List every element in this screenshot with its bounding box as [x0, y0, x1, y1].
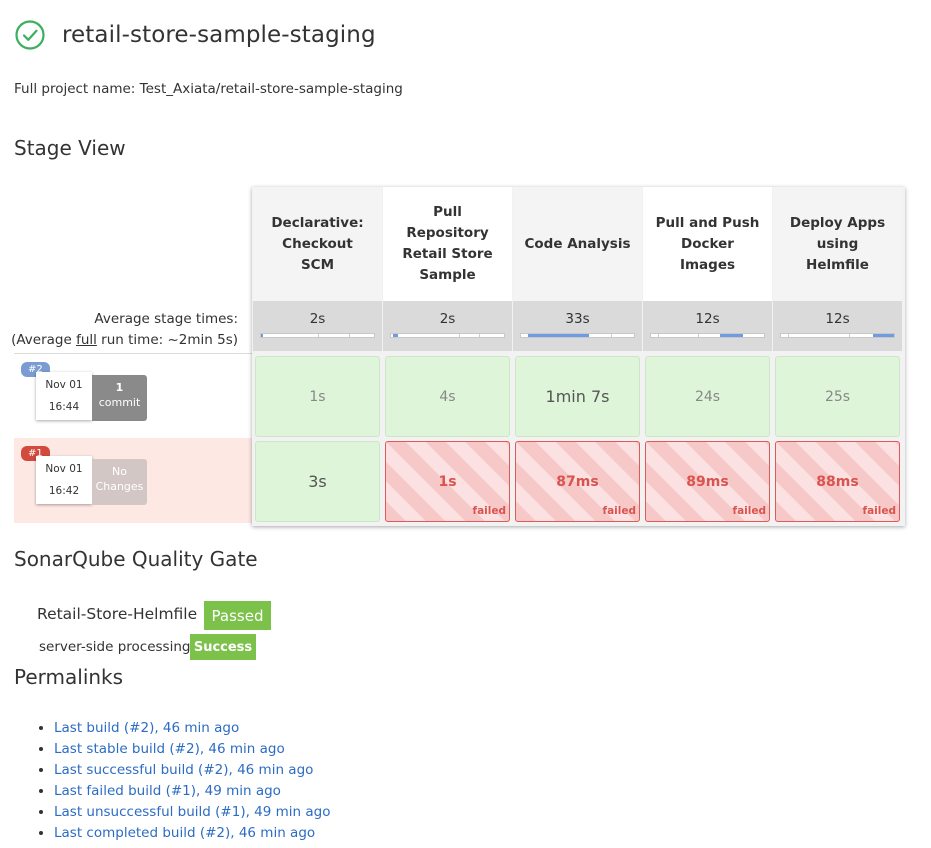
stage-cell[interactable]: 24s	[645, 356, 770, 437]
changes-box: No Changes	[92, 459, 147, 505]
permalink[interactable]: Last unsuccessful build (#1), 49 min ago	[54, 804, 331, 820]
stage-view-title: Stage View	[14, 136, 126, 160]
failed-label: failed	[862, 505, 897, 517]
stage-cell[interactable]: 1min 7s	[515, 356, 640, 437]
stage-view-table: Declarative: Checkout SCM Pull Repositor…	[252, 187, 905, 526]
stage-cell[interactable]: 1s	[255, 356, 380, 437]
stage-cell[interactable]: 25s	[775, 356, 900, 437]
failed-label: failed	[602, 505, 637, 517]
run-date: Nov 01 16:42	[36, 456, 92, 504]
failed-label: failed	[732, 505, 767, 517]
sonar-project-link[interactable]: Retail-Store-Helmfile	[37, 605, 198, 623]
stage-cell[interactable]: 4s	[385, 356, 510, 437]
stage-cell[interactable]: 3s	[255, 441, 380, 522]
list-item: Last failed build (#1), 49 min ago	[54, 781, 331, 802]
list-item: Last completed build (#2), 46 min ago	[54, 823, 331, 844]
permalink[interactable]: Last stable build (#2), 46 min ago	[54, 741, 285, 757]
average-progress-bar	[390, 333, 505, 338]
sonarqube-title: SonarQube Quality Gate	[14, 547, 258, 571]
list-item: Last unsuccessful build (#1), 49 min ago	[54, 802, 331, 823]
stage-header: Code Analysis	[513, 187, 642, 301]
stage-average: 33s	[513, 301, 642, 351]
list-item: Last build (#2), 46 min ago	[54, 718, 331, 739]
page-title: retail-store-sample-staging	[62, 22, 376, 48]
server-side-label: server-side processing:	[39, 639, 195, 655]
permalink[interactable]: Last successful build (#2), 46 min ago	[54, 762, 314, 778]
stage-header: Declarative: Checkout SCM	[253, 187, 382, 301]
list-item: Last successful build (#2), 46 min ago	[54, 760, 331, 781]
full-project-name: Full project name: Test_Axiata/retail-st…	[14, 81, 403, 97]
stage-header: Pull and Push Docker Images	[643, 187, 772, 301]
permalink[interactable]: Last build (#2), 46 min ago	[54, 720, 240, 736]
stage-average: 12s	[643, 301, 772, 351]
average-progress-bar	[260, 333, 375, 338]
failed-label: failed	[472, 505, 507, 517]
stage-cell-failed[interactable]: 89ms failed	[645, 441, 770, 522]
stage-average: 12s	[773, 301, 902, 351]
run-date: Nov 01 16:44	[36, 372, 92, 420]
stage-header: Pull Repository Retail Store Sample	[383, 187, 512, 301]
run-row-1[interactable]: #1 Nov 01 16:42 No Changes	[14, 438, 252, 523]
average-progress-bar	[520, 333, 635, 338]
stage-average: 2s	[253, 301, 382, 351]
stage-cell-failed[interactable]: 88ms failed	[775, 441, 900, 522]
stage-header: Deploy Apps using Helmfile	[773, 187, 902, 301]
average-stage-times-label: Average stage times: (Average full run t…	[11, 311, 238, 348]
permalinks-list: Last build (#2), 46 min ago Last stable …	[38, 718, 331, 844]
stage-cell-failed[interactable]: 87ms failed	[515, 441, 640, 522]
average-progress-bar	[780, 333, 895, 338]
page-header: retail-store-sample-staging	[14, 18, 376, 52]
permalink[interactable]: Last completed build (#2), 46 min ago	[54, 825, 316, 841]
average-progress-bar	[650, 333, 765, 338]
server-status-badge: Success	[190, 634, 256, 660]
permalink[interactable]: Last failed build (#1), 49 min ago	[54, 783, 281, 799]
run-row-2[interactable]: #2 Nov 01 16:44 1 commit	[14, 353, 252, 438]
list-item: Last stable build (#2), 46 min ago	[54, 739, 331, 760]
permalinks-title: Permalinks	[14, 665, 124, 689]
check-circle-icon	[15, 20, 45, 50]
stage-average: 2s	[383, 301, 512, 351]
changes-box[interactable]: 1 commit	[92, 375, 147, 421]
full-run-link[interactable]: full	[76, 332, 97, 348]
stage-cell-failed[interactable]: 1s failed	[385, 441, 510, 522]
quality-gate-status-badge: Passed	[204, 601, 271, 630]
